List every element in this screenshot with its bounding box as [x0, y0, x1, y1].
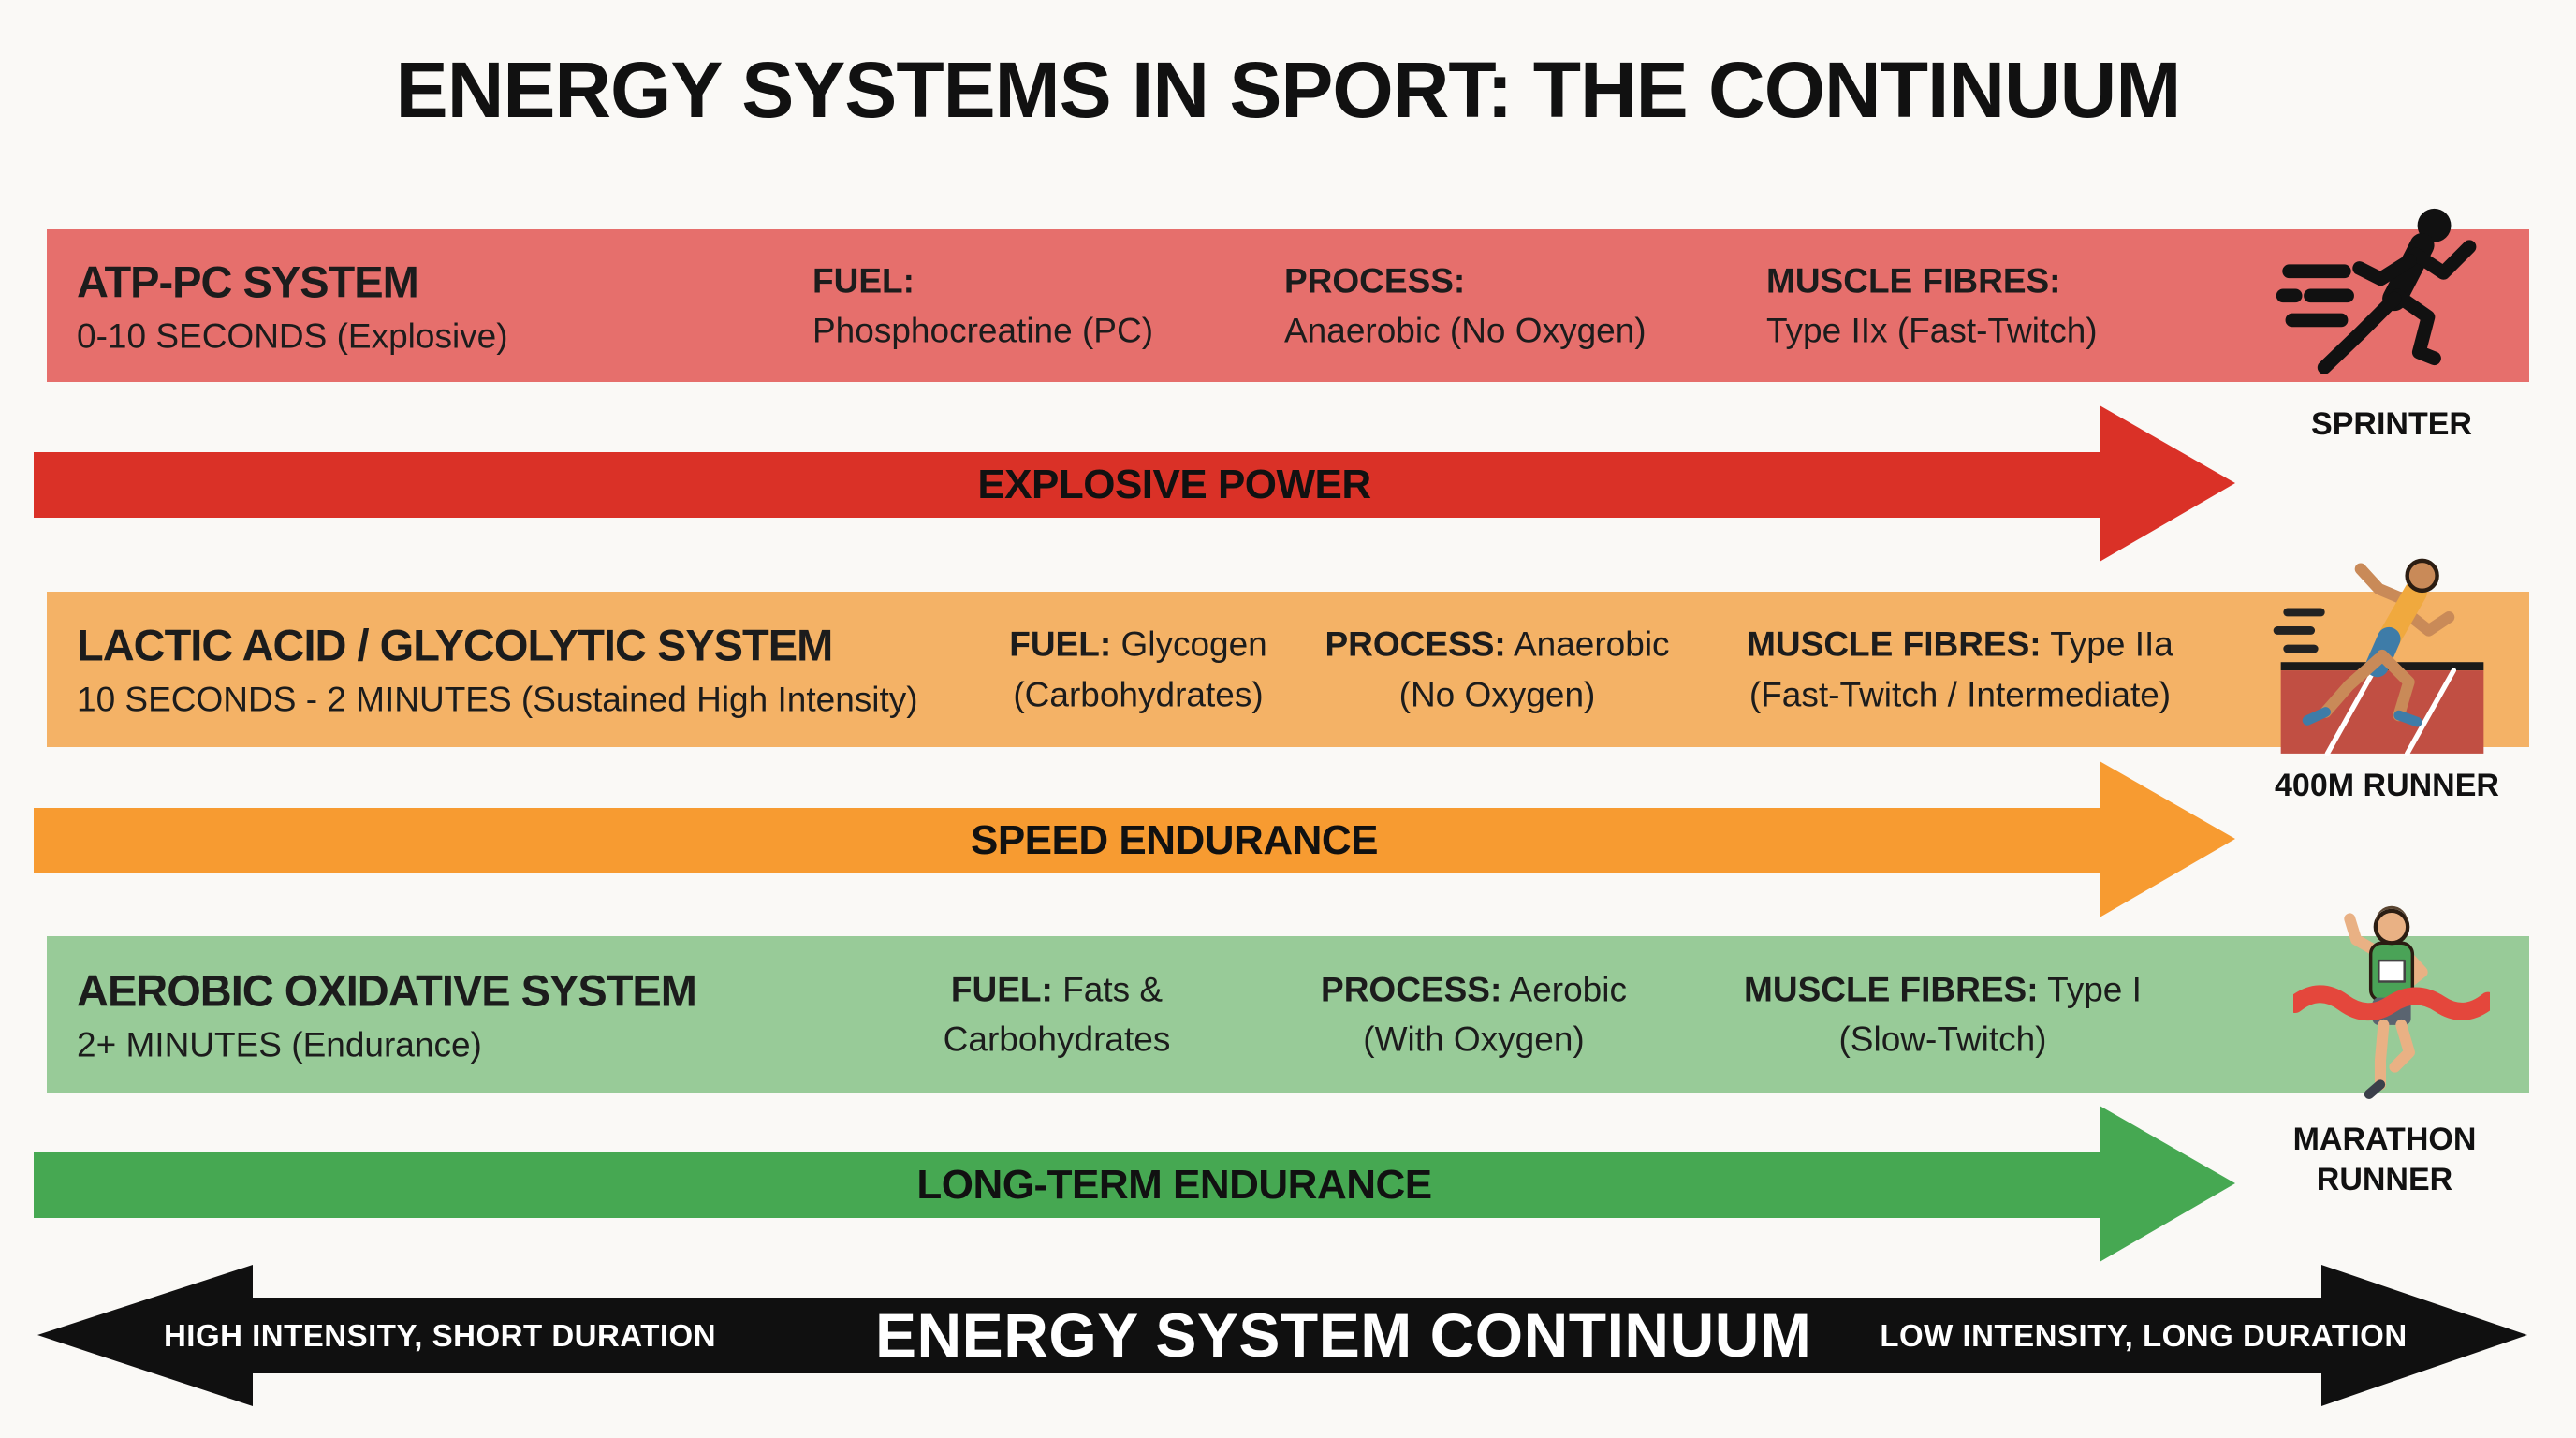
system-name-block: ATP-PC SYSTEM 0-10 SECONDS (Explosive)	[77, 256, 508, 356]
marathon-runner-icon	[2286, 904, 2497, 1122]
system-name: LACTIC ACID / GLYCOLYTIC SYSTEM	[77, 620, 833, 670]
muscle-fibres-label: MUSCLE FIBRES:	[1744, 969, 2039, 1008]
speed-endurance-arrowhead-icon	[2100, 761, 2235, 917]
continuum-right-label: LOW INTENSITY, LONG DURATION	[1880, 1318, 2408, 1353]
continuum-right-arrowhead-icon	[2321, 1265, 2527, 1406]
muscle-fibres-column: MUSCLE FIBRES: Type IIa (Fast-Twitch / I…	[1719, 619, 2202, 719]
long-term-endurance-arrowhead-icon	[2100, 1106, 2235, 1262]
process-value: Anaerobic (No Oxygen)	[1284, 311, 1647, 350]
continuum-center-label: ENERGY SYSTEM CONTINUUM	[875, 1300, 1812, 1370]
band-atp-pc: ATP-PC SYSTEM 0-10 SECONDS (Explosive) F…	[47, 229, 2529, 382]
band-aerobic: AEROBIC OXIDATIVE SYSTEM 2+ MINUTES (End…	[47, 936, 2529, 1093]
continuum-left-arrowhead-icon	[37, 1265, 253, 1406]
process-value: Anaerobic (No Oxygen)	[1398, 624, 1670, 713]
system-name-block: LACTIC ACID / GLYCOLYTIC SYSTEM 10 SECON…	[77, 620, 918, 720]
system-name: AEROBIC OXIDATIVE SYSTEM	[77, 965, 697, 1015]
fuel-label: FUEL:	[950, 969, 1053, 1008]
system-duration: 2+ MINUTES (Endurance)	[77, 1025, 482, 1064]
muscle-fibres-column: MUSCLE FIBRES: Type I (Slow-Twitch)	[1730, 964, 2156, 1064]
system-duration: 0-10 SECONDS (Explosive)	[77, 316, 508, 355]
fuel-column: FUEL: Glycogen (Carbohydrates)	[998, 619, 1279, 719]
process-value: Aerobic (With Oxygen)	[1363, 969, 1627, 1059]
speed-endurance-arrow-label: SPEED ENDURANCE	[970, 817, 1379, 863]
fuel-label: FUEL:	[812, 260, 915, 300]
muscle-fibres-value: Type IIx (Fast-Twitch)	[1766, 311, 2098, 350]
system-name-block: AEROBIC OXIDATIVE SYSTEM 2+ MINUTES (End…	[77, 964, 697, 1064]
muscle-fibres-label: MUSCLE FIBRES:	[1766, 260, 2061, 300]
continuum-left-label: HIGH INTENSITY, SHORT DURATION	[163, 1318, 717, 1353]
fuel-column: FUEL: Fats & Carbohydrates	[930, 964, 1183, 1064]
marathon-runner-label: MARATHON RUNNER	[2292, 1122, 2477, 1197]
muscle-fibres-value: Type I (Slow-Twitch)	[1838, 969, 2142, 1059]
long-term-endurance-arrow-label: LONG-TERM ENDURANCE	[916, 1162, 1432, 1208]
explosive-power-arrow-label: EXPLOSIVE POWER	[977, 462, 1371, 507]
process-label: PROCESS:	[1284, 260, 1466, 300]
process-label: PROCESS:	[1321, 969, 1502, 1008]
fuel-value: Phosphocreatine (PC)	[812, 311, 1154, 350]
band-lactic-acid: LACTIC ACID / GLYCOLYTIC SYSTEM 10 SECON…	[47, 592, 2529, 747]
explosive-power-arrowhead-icon	[2100, 405, 2235, 562]
continuum-arrow	[253, 1298, 2321, 1373]
process-column: PROCESS: Anaerobic (No Oxygen)	[1284, 256, 1647, 356]
muscle-fibres-column: MUSCLE FIBRES: Type IIx (Fast-Twitch)	[1766, 256, 2098, 356]
speed-endurance-arrow: SPEED ENDURANCE	[34, 808, 2100, 873]
400m-runner-icon	[2265, 552, 2499, 760]
process-label: PROCESS:	[1325, 624, 1506, 664]
fuel-value: Glycogen (Carbohydrates)	[1013, 624, 1267, 713]
muscle-fibres-label: MUSCLE FIBRES:	[1747, 624, 2042, 664]
system-duration: 10 SECONDS - 2 MINUTES (Sustained High I…	[77, 680, 918, 719]
muscle-fibres-value: Type IIa (Fast-Twitch / Intermediate)	[1749, 624, 2174, 713]
explosive-power-arrow: EXPLOSIVE POWER	[34, 452, 2100, 518]
sprinter-label: SPRINTER	[2311, 406, 2472, 442]
page-title: ENERGY SYSTEMS IN SPORT: THE CONTINUUM	[395, 46, 2182, 134]
process-column: PROCESS: Aerobic (With Oxygen)	[1303, 964, 1645, 1064]
process-column: PROCESS: Anaerobic (No Oxygen)	[1303, 619, 1691, 719]
sprinter-icon	[2261, 204, 2513, 403]
fuel-column: FUEL: Phosphocreatine (PC)	[812, 256, 1153, 356]
long-term-endurance-arrow: LONG-TERM ENDURANCE	[34, 1152, 2100, 1218]
fuel-value: Fats & Carbohydrates	[943, 969, 1171, 1059]
system-name: ATP-PC SYSTEM	[77, 257, 419, 306]
fuel-label: FUEL:	[1009, 624, 1112, 664]
400m-runner-label: 400M RUNNER	[2275, 768, 2499, 803]
